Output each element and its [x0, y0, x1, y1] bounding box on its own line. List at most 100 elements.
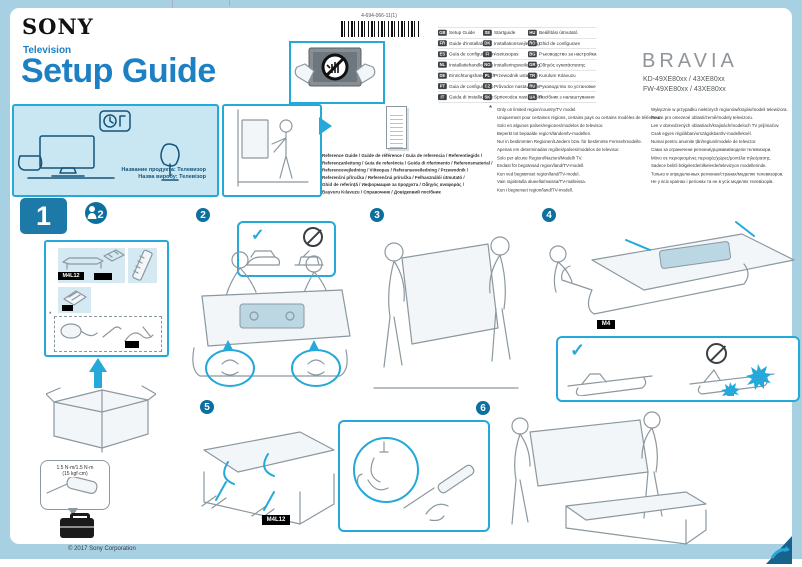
damage-burst-icon-small [721, 382, 740, 396]
soft-surface-sketch [246, 250, 324, 266]
step-4-screw-label: M4 [597, 320, 615, 329]
model-line-2: FW-49XE80xx / 43XE80xx [643, 85, 726, 93]
step-5-detail-inset [338, 420, 490, 532]
cabinet-body [565, 505, 707, 545]
step-4-number: 4 [542, 208, 556, 222]
barcode [341, 21, 419, 37]
hands-press-sketch [221, 359, 325, 376]
clock-icon [103, 114, 117, 128]
toolbox-icon [60, 513, 94, 538]
cabinet-top [565, 491, 707, 521]
room-setup-illustration [17, 110, 180, 181]
language-row: DE Einrichtungshandbuch [438, 69, 496, 81]
stand-neck-sketch [62, 249, 125, 270]
language-guide-title: Kurulum Kılavuzu [539, 72, 576, 79]
language-row: BG Ръководство за настройка [528, 48, 597, 59]
language-guide-title: Przewodnik ustawień [494, 72, 538, 79]
slash [325, 57, 345, 77]
clock-badge [99, 110, 131, 132]
language-guide-title: Guida di installazione [449, 94, 494, 100]
footnote-line: Solo per alcune Regioni/Nazioni/Modelli … [497, 155, 583, 161]
mount-hole-right [285, 311, 295, 321]
tv-on-wall-sketch [241, 119, 269, 159]
screwdriver-handle [437, 464, 475, 494]
screwdriver-shaft [403, 487, 435, 509]
reference-guide-line: Ghid de referință / Информация за продук… [322, 182, 465, 188]
carrier-1-body [383, 260, 405, 368]
lifter-1-head [511, 417, 529, 435]
cord-label [125, 341, 139, 348]
hand-with-tool [425, 503, 449, 522]
damage-burst-icon [746, 364, 772, 390]
language-row: IT Guida di installazione [438, 91, 496, 103]
language-row: FR Guide d'installation [438, 37, 496, 49]
language-table-col-3: HU Beállítási útmutató RO Ghid de config… [528, 27, 597, 103]
reference-guide-titles: Reference Guide / Guide de référence / G… [322, 152, 496, 196]
fold-mark [229, 0, 230, 6]
footnote-line: Numai pentru anumite țări/regiuni/modele… [651, 139, 757, 145]
reference-guide-document-icon [386, 106, 407, 149]
page-title: Setup Guide [21, 52, 216, 90]
right-hand-icon [355, 63, 376, 84]
language-table-col-1: GB Setup Guide FR Guide d'installation E… [438, 27, 496, 103]
no-touch-tv-illustration [294, 47, 376, 87]
person-1-head [231, 251, 249, 269]
footnote-line: Len v obmedzených oblastiach/krajinách/m… [651, 123, 780, 129]
footnote-line: Csak egyes régiókban/országokban/tv-mode… [651, 131, 752, 137]
tv-lifted [529, 419, 649, 487]
reference-guide-line: Reference Guide / Guide de référence / G… [322, 153, 483, 159]
page-curl [766, 536, 792, 564]
person-body [271, 131, 293, 179]
step-5-screw-label: M4L12 [262, 515, 290, 525]
supplied-parts-box: M4L12 * [44, 240, 169, 357]
zoom-circle [353, 437, 419, 503]
cables [80, 326, 154, 342]
step-2-illustration [192, 251, 351, 387]
stand-necks-attached [625, 221, 755, 251]
tv-back-on-table [203, 431, 335, 473]
wall-mount-illustration [237, 109, 309, 187]
bravia-logo: BRAVIA [642, 50, 738, 72]
tv-on-table [294, 250, 324, 266]
language-code-badge: CZ [483, 83, 492, 90]
lifter-2-body [641, 427, 663, 519]
footnote-line: Nur in bestimmten Regionen/Ländern bzw. … [497, 139, 643, 145]
step-4-do-dont-inset: ✓ [556, 336, 800, 402]
language-guide-title: Οδηγός εγκατάστασης [539, 62, 586, 68]
language-guide-title: Asetusopas [494, 51, 519, 57]
language-code-badge: PL [483, 72, 492, 79]
sony-logo: SONY [22, 14, 94, 39]
footnote-line: Solo en algunos países/regiones/modelos … [497, 123, 604, 129]
region-dependent-parts-cell [54, 316, 162, 352]
do-not-touch-screen-warning [289, 41, 385, 104]
screwdriver-detail-sketch [353, 437, 475, 522]
language-code-badge: UA [528, 93, 537, 101]
language-guide-title: Guía de configuración [449, 51, 495, 57]
tv-on-blanket [246, 250, 281, 266]
language-row: PL Przewodnik ustawień [483, 69, 543, 81]
carton-unpack-illustration [46, 358, 156, 453]
reference-guide-line: Başvuru Kılavuzu / Справочник / Довідков… [322, 189, 441, 195]
part-number: 4-694-066-11(1) [361, 13, 397, 19]
language-guide-title: Installationsvejledning [494, 40, 540, 47]
doc-quantity-label [62, 305, 73, 311]
reference-guide-line: Referenzanleitung / Guia de referência /… [322, 160, 493, 166]
remote-buttons [133, 255, 145, 274]
bubble-tail [68, 508, 78, 516]
language-guide-title: Installatiehandleiding [449, 62, 493, 68]
language-code-badge: PT [438, 83, 447, 90]
screws [201, 495, 275, 519]
footnote-line: Не у всіх країнах і регіонах та не в усі… [651, 179, 774, 185]
footnote-line: Sadece belirli bölgelerde/ülkelerde/tele… [651, 163, 767, 169]
footnote-line: Apenas em determinadas regiões/países/mo… [497, 147, 620, 153]
placement-illustration-box [12, 104, 219, 197]
footnote-line: Uniquement pour certaines régions, certa… [497, 115, 662, 121]
product-name-ua: Назва виробу: Телевізор [138, 174, 206, 180]
language-code-badge: BG [528, 51, 537, 58]
model-line-1: KD-49XE80xx / 43XE80xx [643, 76, 725, 83]
product-name-label: Название продукта: Телевизор Назва вироб… [96, 167, 206, 181]
floor-and-plant-sketch [27, 143, 180, 181]
language-guide-title: Sprievodca nastavením [494, 94, 543, 100]
reference-guide-line: Referenční příručka / Referenčná príručk… [322, 174, 465, 180]
prohibition-icon [706, 343, 727, 364]
